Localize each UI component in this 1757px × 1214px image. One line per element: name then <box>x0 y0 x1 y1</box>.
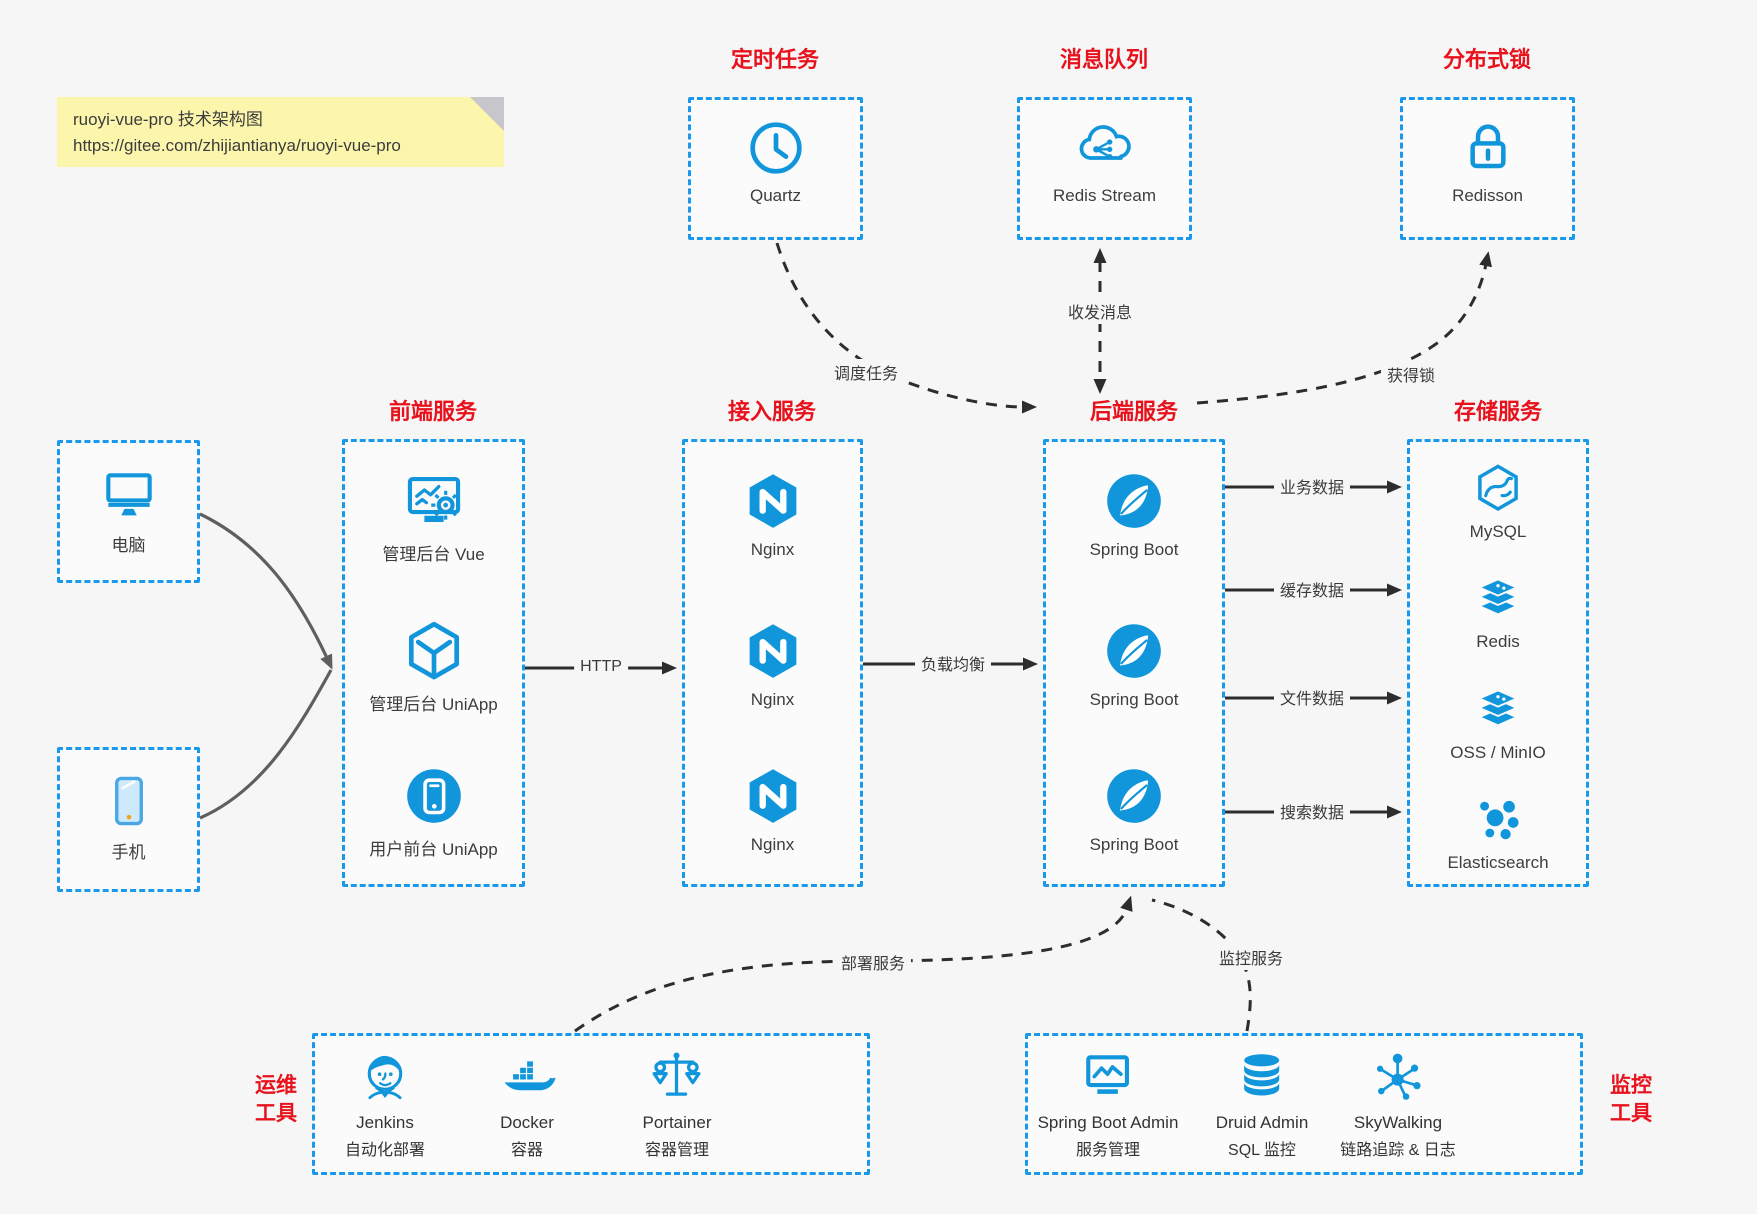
node-label: Redis <box>1476 632 1520 651</box>
title-distributed-lock: 分布式锁 <box>1442 47 1532 72</box>
elasticsearch-icon <box>1480 800 1519 840</box>
user-app-icon <box>406 769 461 823</box>
redisson-node: Redisson <box>1400 97 1575 240</box>
note-url: https://gitee.com/zhijiantianya/ruoyi-vu… <box>73 136 401 156</box>
mysql-icon <box>1478 464 1518 512</box>
title-gateway-services: 接入服务 <box>727 399 817 424</box>
edge-label-monitor: 监控服务 <box>1212 944 1290 970</box>
edge-label-cache: 缓存数据 <box>1273 576 1351 602</box>
storage-services-box: MySQL Redis OSS / Mi <box>1407 439 1589 887</box>
title-backend-services: 后端服务 <box>1089 399 1179 424</box>
jenkins-icon <box>367 1055 403 1100</box>
database-icon <box>1244 1054 1280 1096</box>
note-title: ruoyi-vue-pro 技术架构图 <box>73 110 263 129</box>
spring-icon <box>1107 769 1161 823</box>
tool-name: Jenkins <box>356 1113 414 1132</box>
layers-icon <box>1477 689 1519 727</box>
tool-name: SkyWalking <box>1353 1113 1443 1132</box>
nginx-icon <box>749 624 796 678</box>
title-scheduled-tasks: 定时任务 <box>730 47 820 72</box>
backend-services-box: Spring Boot Spring Boot Spring Boot <box>1043 439 1225 887</box>
node-label: Quartz <box>749 186 802 205</box>
jenkins-node: Jenkins 自动化部署 <box>345 1047 425 1160</box>
edge-label-business: 业务数据 <box>1273 473 1351 499</box>
note-fold-corner <box>470 97 504 131</box>
client-to-frontend-arrow <box>199 512 333 820</box>
spring-icon <box>1107 474 1161 528</box>
node-label: Nginx <box>750 835 795 854</box>
title-storage-services: 存储服务 <box>1453 399 1543 424</box>
layers-icon <box>1477 578 1519 616</box>
docker-node: Docker 容器 <box>498 1047 556 1160</box>
cloud-share-icon <box>1079 125 1131 160</box>
node-label: OSS / MinIO <box>1450 743 1546 762</box>
portainer-scales-icon <box>653 1052 701 1096</box>
pc-client-node: 电脑 <box>57 440 200 583</box>
tool-desc: 服务管理 <box>1075 1142 1140 1159</box>
edge-label-load-balance: 负载均衡 <box>914 650 992 676</box>
spring-icon <box>1107 624 1161 678</box>
edge-label-message: 收发消息 <box>1061 298 1139 324</box>
node-label: Nginx <box>750 540 795 559</box>
tool-name: Docker <box>500 1113 554 1132</box>
sticky-note: ruoyi-vue-pro 技术架构图 https://gitee.com/zh… <box>57 97 504 167</box>
frontend-services-box: 管理后台 Vue 管理后台 UniApp 用户前台 UniApp <box>342 439 525 887</box>
title-message-queue: 消息队列 <box>1059 47 1149 72</box>
gateway-services-box: Nginx Nginx Nginx <box>682 439 863 887</box>
node-label: Nginx <box>750 690 795 709</box>
acquire-lock-curve <box>1196 251 1492 405</box>
tool-name: Spring Boot Admin <box>1037 1113 1179 1132</box>
desktop-icon <box>105 473 152 516</box>
tool-desc: 容器管理 <box>644 1142 710 1159</box>
node-label: Elasticsearch <box>1447 853 1549 872</box>
tool-desc: 自动化部署 <box>344 1142 426 1159</box>
portainer-node: Portainer 容器管理 <box>642 1047 712 1160</box>
quartz-node: Quartz <box>688 97 863 240</box>
node-label: 电脑 <box>111 536 146 555</box>
title-monitoring-tools: 监控 工具 <box>1610 1074 1652 1126</box>
spring-boot-admin-node: Spring Boot Admin 服务管理 <box>1037 1047 1179 1160</box>
node-label: Redis Stream <box>1053 186 1156 205</box>
mobile-client-node: 手机 <box>57 747 200 892</box>
nginx-icon <box>749 474 796 528</box>
node-label: Spring Boot <box>1089 540 1179 559</box>
admin-vue-icon <box>407 476 460 522</box>
node-label: 管理后台 UniApp <box>369 695 498 714</box>
edge-label-deploy: 部署服务 <box>834 949 912 975</box>
node-label: 手机 <box>111 843 146 862</box>
node-label: Spring Boot <box>1089 690 1179 709</box>
nginx-icon <box>749 769 796 823</box>
docker-icon <box>504 1061 556 1091</box>
topology-icon <box>1376 1053 1421 1100</box>
tool-desc: SQL 监控 <box>1228 1142 1296 1159</box>
node-label: Spring Boot <box>1089 835 1179 854</box>
druid-admin-node: Druid Admin SQL 监控 <box>1215 1047 1309 1160</box>
node-label: Redisson <box>1452 186 1523 205</box>
clock-icon <box>749 122 802 174</box>
monitor-chart-icon <box>1086 1055 1130 1094</box>
node-label: 用户前台 UniApp <box>369 840 498 859</box>
lock-icon <box>1469 124 1506 169</box>
tool-name: Druid Admin <box>1215 1113 1309 1132</box>
node-label: MySQL <box>1469 522 1527 541</box>
redis-stream-node: Redis Stream <box>1017 97 1192 240</box>
smartphone-icon <box>114 776 143 826</box>
tool-name: Portainer <box>642 1113 712 1132</box>
edge-label-search: 搜索数据 <box>1273 798 1351 824</box>
ops-tools-box <box>312 1033 870 1175</box>
tool-desc: 容器 <box>510 1142 543 1159</box>
uniapp-cube-icon <box>408 621 459 680</box>
edge-label-http: HTTP <box>574 657 628 677</box>
title-ops-tools: 运维 工具 <box>255 1074 297 1126</box>
skywalking-node: SkyWalking 链路追踪 & 日志 <box>1340 1047 1456 1160</box>
tool-desc: 链路追踪 & 日志 <box>1340 1142 1456 1159</box>
edge-label-file: 文件数据 <box>1273 684 1351 710</box>
edge-label-lock: 获得锁 <box>1380 361 1442 387</box>
title-frontend-services: 前端服务 <box>388 399 478 424</box>
edge-label-schedule: 调度任务 <box>827 359 905 385</box>
node-label: 管理后台 Vue <box>382 545 485 564</box>
